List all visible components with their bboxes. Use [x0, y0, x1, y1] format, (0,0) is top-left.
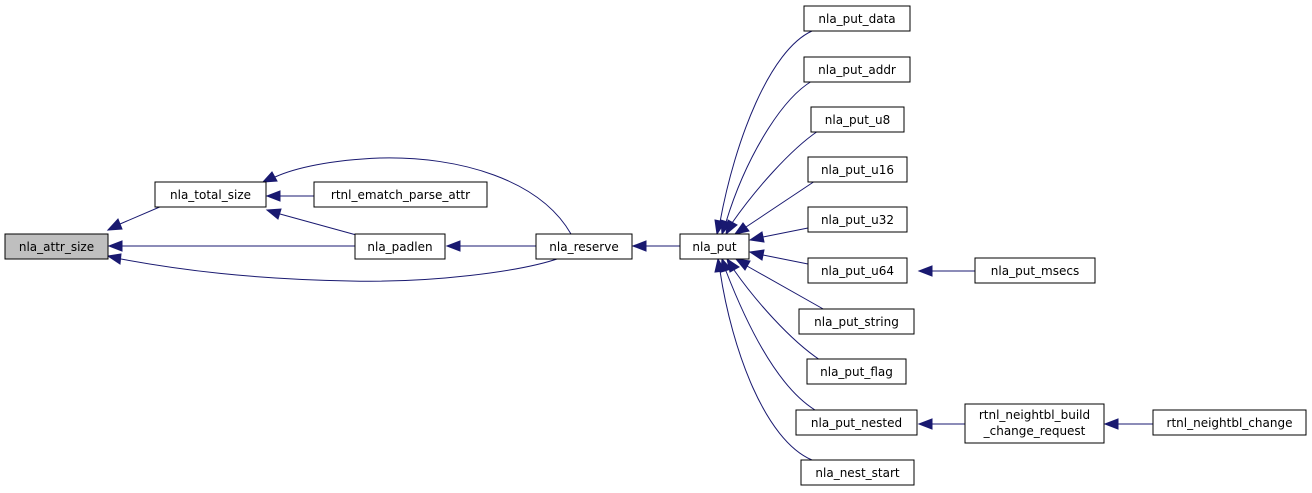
node-label-line-1: rtnl_neightbl_build	[979, 408, 1090, 422]
edge-put-data-to-put	[719, 30, 813, 223]
node-label: nla_attr_size	[19, 240, 94, 254]
arrowhead	[733, 222, 750, 235]
arrowhead	[748, 249, 765, 261]
arrowhead	[631, 240, 647, 252]
arrowhead	[714, 257, 726, 273]
node-nla-put-u32[interactable]: nla_put_u32	[807, 206, 908, 233]
node-nla-put-flag[interactable]: nla_put_flag	[806, 358, 907, 385]
node-nla-put-addr[interactable]: nla_put_addr	[803, 56, 911, 83]
node-label: nla_put_msecs	[991, 264, 1079, 278]
edge-put-string-to-put	[746, 265, 826, 311]
node-label: nla_put_u64	[821, 264, 894, 278]
node-label-line-2: _change_request	[983, 424, 1086, 438]
arrowhead	[106, 253, 122, 265]
node-label: nla_total_size	[170, 188, 251, 202]
edge-put-u32-to-put	[762, 227, 809, 238]
edges	[106, 30, 1153, 461]
edge-reserve-to-attr-size	[120, 257, 561, 282]
node-label: nla_reserve	[549, 240, 618, 254]
arrowhead	[265, 190, 281, 202]
node-rtnl-neightbl-change[interactable]: rtnl_neightbl_change	[1152, 409, 1307, 436]
node-label: nla_put_addr	[818, 63, 896, 77]
node-label: nla_put_nested	[811, 416, 902, 430]
node-label: nla_put_u32	[821, 213, 894, 227]
node-nla-total-size[interactable]: nla_total_size	[154, 181, 267, 208]
node-label: nla_put	[692, 240, 737, 254]
node-nla-put-string[interactable]: nla_put_string	[798, 308, 915, 335]
node-nla-padlen[interactable]: nla_padlen	[354, 233, 446, 260]
edge-total-size-to-attr-size	[119, 205, 163, 225]
edge-put-u8-to-put	[731, 130, 819, 224]
node-rtnl-neightbl-build-change-request[interactable]: rtnl_neightbl_build _change_request	[964, 403, 1105, 444]
node-nla-reserve[interactable]: nla_reserve	[535, 233, 633, 260]
edge-padlen-to-total-size	[279, 213, 361, 237]
node-label: nla_put_string	[814, 315, 899, 329]
arrowhead	[261, 171, 278, 183]
node-nla-put-u16[interactable]: nla_put_u16	[807, 156, 908, 183]
edge-nest-start-to-put	[719, 270, 813, 461]
edge-reserve-to-total-size	[274, 157, 572, 235]
arrowhead	[265, 208, 282, 220]
arrowhead	[106, 218, 123, 231]
node-label: nla_put_u16	[821, 163, 894, 177]
node-nla-attr-size[interactable]: nla_attr_size	[4, 233, 109, 260]
arrowhead	[725, 219, 738, 236]
node-label: nla_put_data	[818, 12, 895, 26]
edge-put-u64-to-put	[762, 254, 809, 265]
node-label: rtnl_ematch_parse_attr	[331, 188, 470, 202]
node-label: nla_put_u8	[825, 113, 890, 127]
node-nla-put-u64[interactable]: nla_put_u64	[807, 257, 908, 284]
arrowhead	[917, 265, 933, 277]
arrowhead	[107, 240, 123, 252]
node-nla-nest-start[interactable]: nla_nest_start	[800, 459, 915, 486]
arrowhead	[917, 418, 933, 430]
node-label: nla_nest_start	[815, 466, 899, 480]
node-nla-put-u8[interactable]: nla_put_u8	[810, 106, 905, 133]
node-nla-put-data[interactable]: nla_put_data	[803, 5, 911, 32]
arrowhead	[734, 258, 751, 271]
node-label: nla_padlen	[367, 240, 432, 254]
edge-put-nested-to-put	[725, 270, 816, 411]
arrowhead	[748, 231, 765, 243]
node-label: nla_put_flag	[820, 365, 893, 379]
node-nla-put[interactable]: nla_put	[679, 233, 750, 260]
node-label: rtnl_neightbl_change	[1167, 416, 1293, 430]
edge-put-addr-to-put	[725, 80, 813, 223]
node-nla-put-msecs[interactable]: nla_put_msecs	[974, 257, 1096, 284]
node-rtnl-ematch-parse-attr[interactable]: rtnl_ematch_parse_attr	[313, 181, 488, 208]
edge-put-u16-to-put	[745, 180, 816, 228]
arrowhead	[445, 240, 461, 252]
node-nla-put-nested[interactable]: nla_put_nested	[795, 409, 918, 436]
nodes: nla_attr_size nla_total_size rtnl_ematch…	[4, 5, 1307, 486]
edge-put-flag-to-put	[733, 269, 821, 361]
arrowhead	[1103, 418, 1119, 430]
